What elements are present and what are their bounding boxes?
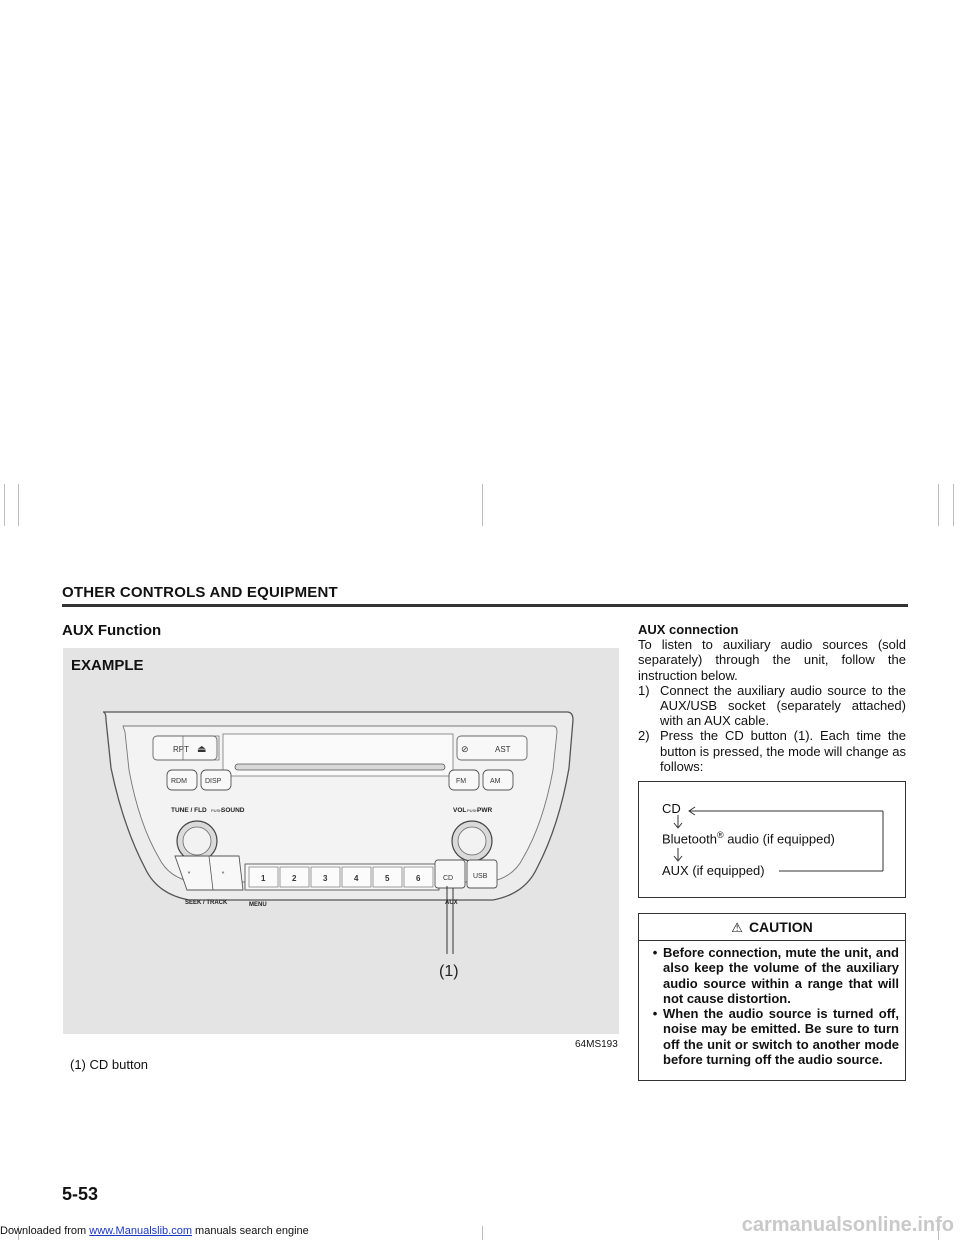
mode-aux: AUX (if equipped) — [662, 863, 765, 878]
bullet-icon: • — [652, 1006, 658, 1022]
svg-text:SOUND: SOUND — [221, 807, 245, 814]
bullet-icon: • — [652, 945, 658, 960]
crop-mark — [482, 1226, 483, 1240]
caution-list: •Before connection, mute the unit, and a… — [647, 945, 899, 1067]
svg-text:FM: FM — [456, 778, 466, 785]
cd-button-shape — [434, 859, 466, 889]
rdm-button — [166, 769, 198, 791]
aux-connection-heading: AUX connection — [638, 622, 739, 637]
svg-text:PUSH: PUSH — [467, 808, 478, 813]
svg-text:PUSH: PUSH — [211, 808, 222, 813]
svg-text:VOL: VOL — [453, 807, 466, 814]
download-footer: Downloaded from www.Manualslib.com manua… — [0, 1225, 309, 1237]
preset-label-1: 1 — [261, 874, 266, 883]
page-number: 5-53 — [62, 1184, 99, 1204]
crop-mark — [4, 484, 5, 526]
cycle-arrows — [673, 806, 884, 872]
cd-slot — [234, 763, 446, 771]
caution-item: •When the audio source is turned off, no… — [647, 1006, 899, 1067]
figure-caption: (1) CD button — [70, 1057, 149, 1072]
seek-down-icon: ˅ — [187, 871, 191, 880]
svg-text:MENU: MENU — [249, 902, 267, 908]
crop-mark — [18, 1226, 19, 1240]
am-button — [482, 769, 514, 791]
preset-button-1 — [248, 866, 279, 888]
usb-button-shape — [466, 859, 498, 889]
aux-connection-section: AUX connection To listen to auxiliary au… — [638, 622, 906, 774]
mute-icon: ⊘ — [461, 745, 469, 755]
preset-button-3 — [310, 866, 341, 888]
preset-label-5: 5 — [385, 874, 390, 883]
svg-text:DISP: DISP — [205, 778, 222, 785]
ast-label: AST — [495, 745, 511, 754]
warning-icon: ⚠ — [731, 920, 743, 935]
rpt-label: RPT — [173, 745, 189, 754]
svg-text:SEEK / TRACK: SEEK / TRACK — [185, 900, 228, 906]
fm-button — [448, 769, 480, 791]
example-label: EXAMPLE — [71, 657, 144, 674]
eject-icon: ⏏ — [197, 744, 206, 755]
mode-cd: CD — [662, 801, 681, 816]
manualslib-link[interactable]: www.Manualslib.com — [89, 1225, 192, 1237]
seek-up-icon: ˄ — [221, 871, 225, 880]
svg-text:AUX: AUX — [445, 900, 458, 906]
preset-button-4 — [341, 866, 372, 888]
step-item: 2) Press the CD button (1). Each time th… — [638, 728, 906, 774]
crop-mark — [938, 1226, 939, 1240]
usb-button-label: USB — [473, 873, 488, 880]
section-header: OTHER CONTROLS AND EQUIPMENT — [62, 584, 338, 601]
preset-button-6 — [403, 866, 434, 888]
crop-mark — [482, 484, 483, 526]
cd-button-label: CD — [443, 875, 453, 882]
preset-buttons: 1 2 3 4 5 6 — [248, 866, 434, 888]
radio-diagram: RPT ⏏ ⊘ AST RDM DISP FM AM TUNE / FLD PU… — [102, 711, 574, 980]
aux-function-title: AUX Function — [62, 622, 162, 639]
mode-bluetooth: Bluetooth® audio (if equipped) — [662, 830, 835, 847]
preset-label-3: 3 — [323, 874, 328, 883]
step-item: 1) Connect the auxiliary audio source to… — [638, 682, 906, 729]
caution-box: ⚠ CAUTION •Before connection, mute the un… — [638, 913, 906, 1081]
caution-header: ⚠ CAUTION — [639, 914, 905, 941]
crop-mark — [938, 484, 939, 526]
watermark: carmanualsonline.info — [741, 1214, 954, 1236]
figure-code: 64MS193 — [575, 1039, 618, 1050]
svg-text:PWR: PWR — [477, 807, 492, 814]
preset-label-4: 4 — [354, 874, 359, 883]
mute-button — [456, 735, 528, 761]
disp-button — [200, 769, 232, 791]
crop-mark — [18, 484, 19, 526]
svg-text:AM: AM — [490, 778, 501, 785]
caution-item: •Before connection, mute the unit, and a… — [647, 945, 899, 1006]
preset-button-5 — [372, 866, 403, 888]
svg-text:TUNE / FLD: TUNE / FLD — [171, 807, 207, 814]
seek-panel — [174, 855, 244, 891]
preset-label-6: 6 — [416, 874, 421, 883]
caution-title: CAUTION — [748, 919, 813, 935]
callout-label: (1) — [439, 963, 459, 980]
radio-illustration: EXAMPLE RPT ⏏ ⊘ AST RDM DISP FM AM TUNE … — [63, 648, 619, 1034]
crop-mark — [953, 484, 954, 526]
mode-cycle-diagram: CD Bluetooth® audio (if equipped) AUX (i… — [638, 781, 906, 898]
svg-text:RDM: RDM — [171, 778, 187, 785]
header-rule — [62, 604, 908, 607]
aux-connection-intro: To listen to auxiliary audio sources (so… — [638, 637, 906, 683]
preset-button-2 — [279, 866, 310, 888]
preset-label-2: 2 — [292, 874, 297, 883]
